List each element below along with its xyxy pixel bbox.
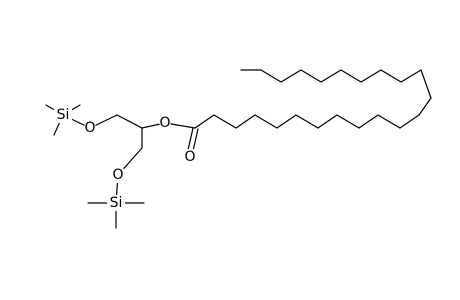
- bond-carbonyl-o3-a: [187, 127, 194, 151]
- atom-label-si2: Si: [110, 195, 123, 211]
- bond-chain-7: [317, 114, 338, 129]
- bond-carbonyl-o3-b: [192, 128, 199, 152]
- bond-chain-20: [280, 69, 302, 83]
- atom-si2: Si: [107, 195, 125, 211]
- atom-si1: Si: [54, 107, 72, 123]
- bond-chain-1: [194, 114, 215, 129]
- atom-label-o3: O: [184, 149, 195, 165]
- bond-chain-6: [295, 114, 319, 129]
- bond-chain-3: [235, 114, 256, 129]
- bond-chain-10: [377, 114, 401, 129]
- atom-o1: O: [84, 120, 96, 136]
- bond-chain-17: [340, 69, 362, 83]
- bond-chain-12: [418, 97, 432, 116]
- bond-chain-11: [399, 114, 420, 129]
- bond-chain-2: [213, 114, 237, 129]
- atom-label-o1: O: [84, 120, 95, 136]
- atom-o2: O: [159, 115, 171, 131]
- bond-chain-19: [300, 69, 322, 83]
- atom-o4: O: [112, 167, 124, 183]
- bond-chain-4: [254, 114, 278, 129]
- bond-chain-18: [320, 69, 342, 83]
- atom-o3: O: [184, 149, 196, 165]
- bond-chain-13: [420, 69, 432, 99]
- atoms-layer: Si O O O O Si: [54, 107, 196, 211]
- bond-chain-21: [260, 69, 282, 83]
- bond-chain-5: [276, 114, 297, 129]
- bond-chain-15: [380, 69, 402, 83]
- bond-chain-8: [336, 114, 360, 129]
- bonds-layer: [45, 69, 432, 229]
- atom-label-o2: O: [159, 115, 170, 131]
- bond-chain-9: [358, 114, 379, 129]
- bond-ch2-ch: [116, 114, 143, 129]
- atom-label-o4: O: [112, 167, 123, 183]
- atom-label-si1: Si: [57, 107, 70, 123]
- bond-chain-16: [360, 69, 382, 83]
- bond-chain-14: [400, 69, 422, 83]
